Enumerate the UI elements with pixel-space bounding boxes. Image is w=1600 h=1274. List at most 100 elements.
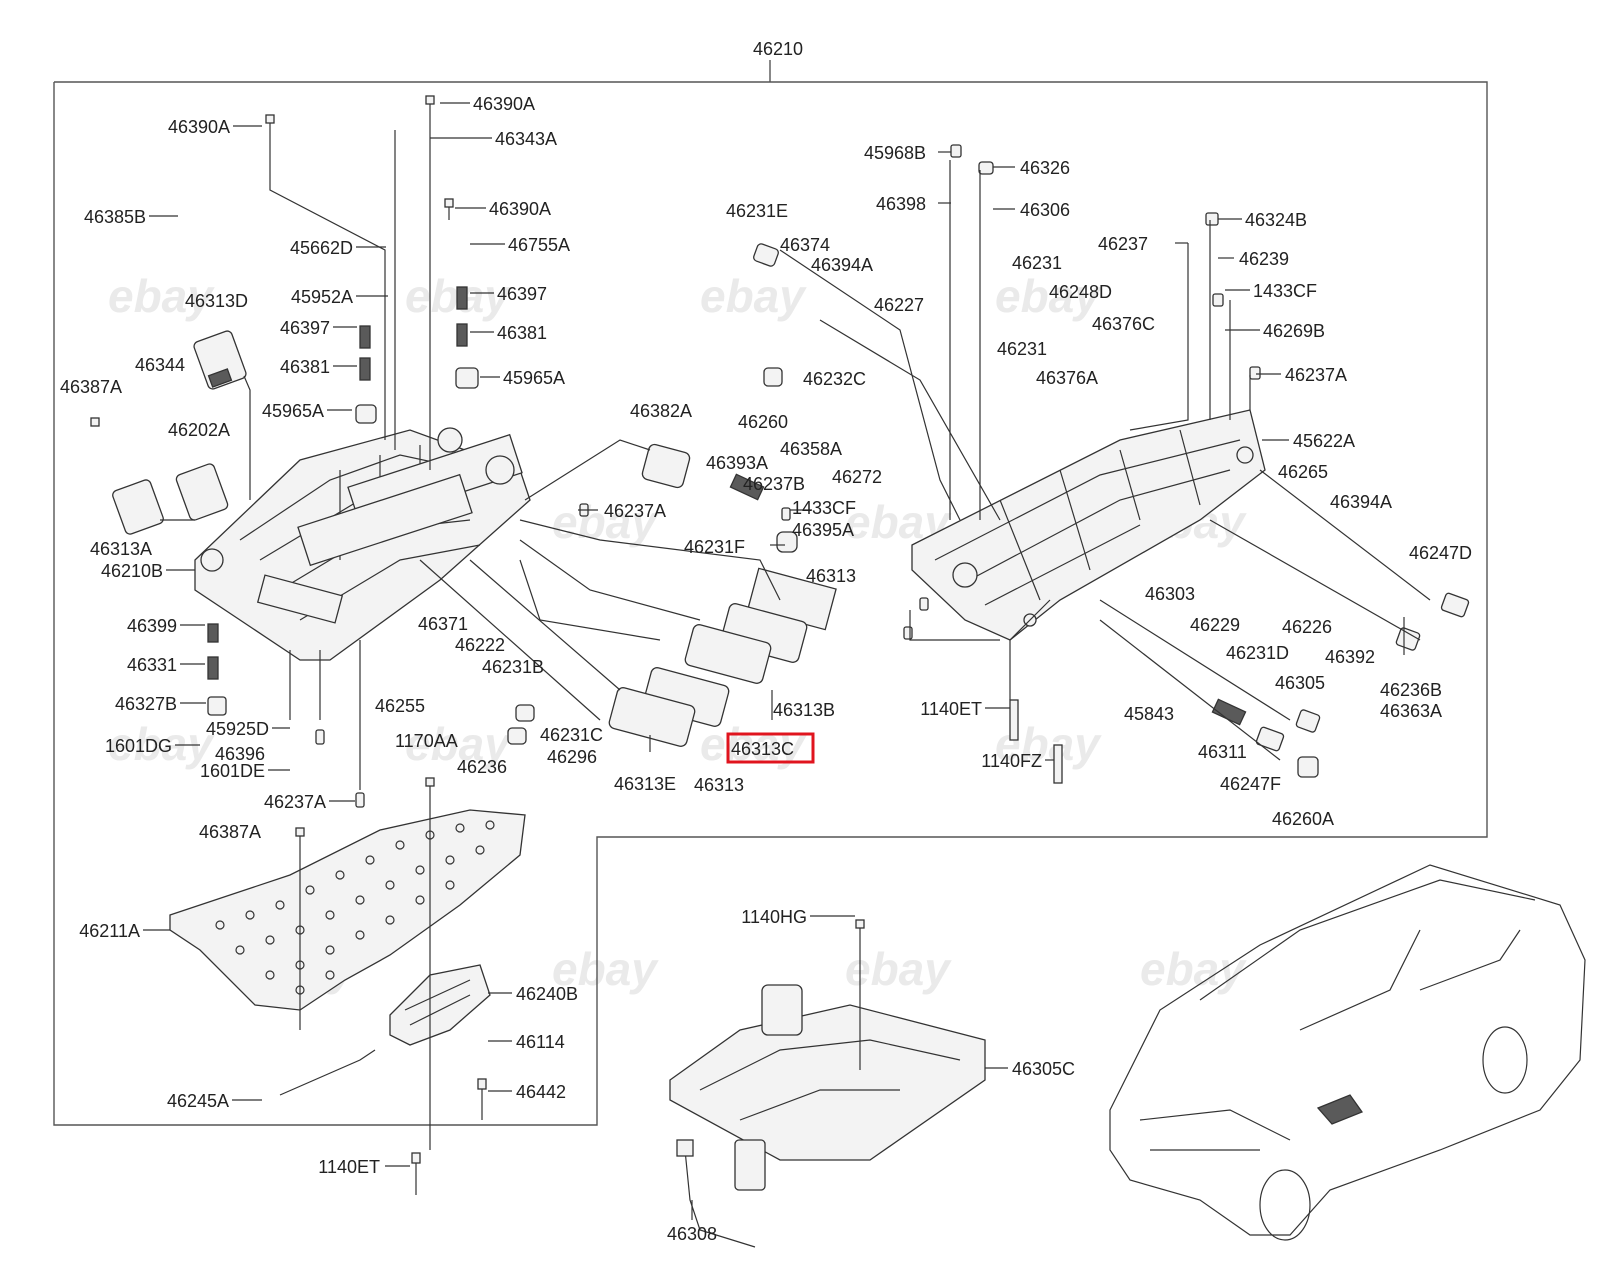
part-label: 46245A	[167, 1091, 229, 1111]
spring	[456, 323, 468, 347]
part-label: 46272	[832, 467, 882, 487]
part-label: 46374	[780, 235, 830, 255]
part-label: 1601DE	[200, 761, 265, 781]
plug	[1255, 726, 1285, 752]
part-label: 46363A	[1380, 701, 1442, 721]
part-label: 1140ET	[920, 699, 982, 719]
part-label: 46344	[135, 355, 185, 375]
part-labels: 46210 46390A 46390A 46343A 46390A 46385B…	[60, 39, 1472, 1244]
plug	[903, 626, 913, 640]
plug	[781, 507, 791, 521]
part-label: 46237B	[743, 474, 805, 494]
part-label: 46305	[1275, 673, 1325, 693]
plug	[1205, 212, 1219, 226]
part-label-title: 46210	[753, 39, 803, 59]
part-label: 46231F	[684, 537, 745, 557]
part-label: 46306	[1020, 200, 1070, 220]
part-label: 1433CF	[792, 498, 856, 518]
part-label: 46393A	[706, 453, 768, 473]
bolt	[411, 1152, 421, 1195]
car-illustration	[1109, 864, 1586, 1241]
part-label: 46313	[806, 566, 856, 586]
part-label: 45952A	[291, 287, 353, 307]
plug	[763, 367, 783, 387]
part-label: 46237	[1098, 234, 1148, 254]
part-label: 46442	[516, 1082, 566, 1102]
part-label: 46324B	[1245, 210, 1307, 230]
part-label: 45925D	[206, 719, 269, 739]
plug	[315, 729, 325, 745]
watermark: ebay	[108, 270, 215, 322]
part-label: 46313D	[185, 291, 248, 311]
part-label: 46382A	[630, 401, 692, 421]
part-label: 46114	[516, 1032, 565, 1052]
part-label: 46222	[455, 635, 505, 655]
bolt	[425, 95, 435, 470]
plug	[1295, 709, 1321, 733]
plug	[919, 597, 929, 611]
part-label: 46343A	[495, 129, 557, 149]
part-label: 45622A	[1293, 431, 1355, 451]
part-label: 46231	[997, 339, 1047, 359]
part-label: 46390A	[489, 199, 551, 219]
part-label: 46395A	[792, 520, 854, 540]
spring	[207, 623, 219, 643]
part-label: 46381	[497, 323, 547, 343]
part-label: 46237A	[264, 792, 326, 812]
watermark: ebay	[700, 270, 807, 322]
plug	[1395, 627, 1421, 651]
part-label: 46229	[1190, 615, 1240, 635]
part-label: 46381	[280, 357, 330, 377]
watermark: ebay	[405, 718, 512, 770]
bolt	[265, 114, 275, 140]
part-label: 46296	[547, 747, 597, 767]
part-label: 45662D	[290, 238, 353, 258]
part-label: 46394A	[1330, 492, 1392, 512]
part-label: 45965A	[503, 368, 565, 388]
part-label: 46385B	[84, 207, 146, 227]
watermark: ebay	[552, 943, 659, 995]
part-label: 46226	[1282, 617, 1332, 637]
part-label: 1140HG	[741, 907, 807, 927]
bolt	[1009, 699, 1019, 741]
part-label: 46331	[127, 655, 177, 675]
plug	[776, 531, 798, 553]
part-label: 46260A	[1272, 809, 1334, 829]
part-label: 46326	[1020, 158, 1070, 178]
part-label: 45843	[1124, 704, 1174, 724]
part-label: 46397	[497, 284, 547, 304]
manual-valve-bracket	[389, 964, 491, 1046]
part-label: 46236B	[1380, 680, 1442, 700]
bolt	[855, 919, 865, 1070]
plug	[355, 792, 365, 808]
part-label: 46231B	[482, 657, 544, 677]
part-label: 46303	[1145, 584, 1195, 604]
part-label: 1433CF	[1253, 281, 1317, 301]
watermark-layer: ebay ebay ebay ebay ebay ebay ebay ebay …	[108, 270, 1247, 995]
spring	[456, 286, 468, 310]
bolt	[295, 827, 305, 860]
bolt	[444, 198, 454, 220]
part-label: 46390A	[168, 117, 230, 137]
plug	[1249, 366, 1261, 380]
part-label: 46231D	[1226, 643, 1289, 663]
lower-valve-body	[911, 409, 1266, 641]
watermark: ebay	[1140, 943, 1247, 995]
part-label: 46232C	[803, 369, 866, 389]
part-label: 46376A	[1036, 368, 1098, 388]
part-label: 46260	[738, 412, 788, 432]
plug	[355, 404, 377, 424]
part-label: 46231	[1012, 253, 1062, 273]
part-label: 46387A	[60, 377, 122, 397]
part-label: 46237A	[604, 501, 666, 521]
part-label: 46247F	[1220, 774, 1281, 794]
plug	[753, 243, 779, 267]
part-label: 46247D	[1409, 543, 1472, 563]
part-label: 46376C	[1092, 314, 1155, 334]
watermark: ebay	[845, 943, 952, 995]
spring	[359, 357, 371, 381]
plug	[455, 367, 479, 389]
watermark: ebay	[552, 496, 659, 548]
part-label: 46311	[1198, 742, 1247, 762]
